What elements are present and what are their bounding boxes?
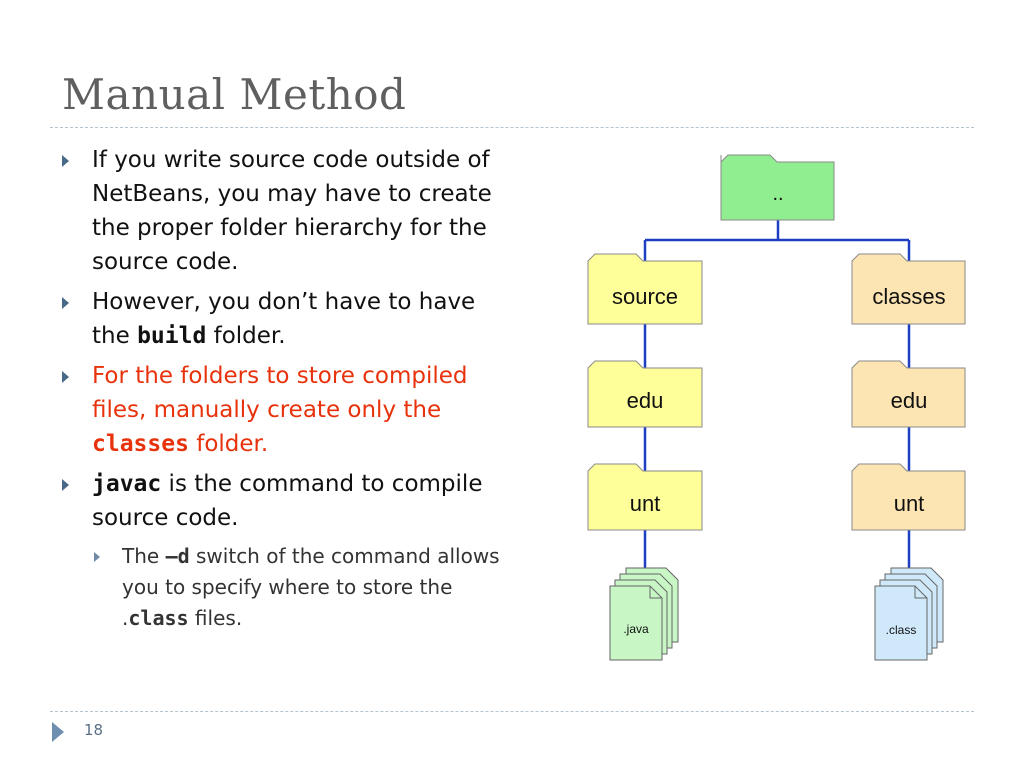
sub-bullet-text-middle: switch of the command allows you to spec… — [122, 544, 500, 630]
slide-title: Manual Method — [62, 70, 407, 119]
title-divider — [50, 127, 974, 128]
folder-edu-left: edu — [587, 360, 703, 428]
classes-code: classes — [92, 431, 189, 457]
bullet-3-text-end: folder. — [188, 431, 269, 457]
folder-root-label: .. — [772, 183, 783, 205]
class-file-fold — [914, 586, 927, 599]
sub-bullet-arrow-icon — [94, 552, 100, 562]
folder-edu-left-label: edu — [627, 388, 664, 413]
footer-arrow-icon — [52, 722, 64, 742]
folder-edu-right-label: edu — [891, 388, 928, 413]
bullet-arrow-icon — [62, 371, 69, 383]
sub-bullet: The –d switch of the command allows you … — [62, 541, 502, 634]
folder-classes-label: classes — [872, 284, 945, 309]
javac-code: javac — [92, 471, 162, 497]
build-code: build — [137, 323, 207, 349]
folder-unt-left-label: unt — [630, 491, 661, 516]
bullet-2: However, you don’t have to have the buil… — [62, 285, 502, 353]
folder-edu-right: edu — [851, 360, 966, 428]
bullet-3: For the folders to store compiled files,… — [62, 359, 502, 461]
java-file-fold — [649, 586, 662, 599]
class-file-sheet-front — [874, 585, 928, 661]
folder-source-label: source — [612, 284, 678, 309]
page-number: 18 — [84, 721, 104, 739]
java-file-sheet-front — [609, 585, 663, 661]
bullet-1-text: If you write source code outside of NetB… — [92, 147, 492, 275]
bullet-4-text-end: is the command to compile source code. — [92, 471, 483, 531]
folder-unt-left: unt — [587, 463, 703, 531]
d-switch-code: –d — [165, 544, 190, 568]
class-file-stack-icon: .class — [874, 567, 944, 661]
folder-source-shape — [587, 253, 703, 325]
bullet-list: If you write source code outside of NetB… — [62, 143, 502, 634]
class-code: class — [128, 606, 189, 630]
folder-hierarchy-diagram: .. source edu unt classes edu unt .java — [587, 154, 966, 661]
folder-unt-right-shape — [851, 463, 966, 531]
bullet-2-text-end: folder. — [206, 323, 286, 349]
bullet-3-text-start: For the folders to store compiled files,… — [92, 363, 468, 423]
connector-lines — [643, 220, 911, 570]
folder-classes-shape — [851, 253, 966, 325]
bullet-1: If you write source code outside of NetB… — [62, 143, 502, 279]
java-file-stack-icon: .java — [609, 567, 679, 661]
bullet-arrow-icon — [62, 155, 69, 167]
java-file-label: .java — [623, 622, 649, 636]
footer-divider — [50, 711, 974, 712]
bullet-2-text-start: However, you don’t have to have the — [92, 289, 476, 349]
folder-unt-left-shape — [587, 463, 703, 531]
bullet-4: javac is the command to compile source c… — [62, 467, 502, 535]
folder-unt-right: unt — [851, 463, 966, 531]
folder-edu-left-shape — [587, 360, 703, 428]
folder-classes: classes — [851, 253, 966, 325]
folder-edu-right-shape — [851, 360, 966, 428]
folder-unt-right-label: unt — [894, 491, 925, 516]
folder-root-tab — [720, 154, 835, 221]
folder-root: .. — [720, 154, 835, 221]
bullet-arrow-icon — [62, 479, 69, 491]
folder-source: source — [587, 253, 703, 325]
sub-bullet-text-start: The — [122, 544, 166, 568]
bullet-arrow-icon — [62, 297, 69, 309]
sub-bullet-text-end: files. — [188, 606, 243, 630]
class-file-label: .class — [886, 623, 917, 637]
